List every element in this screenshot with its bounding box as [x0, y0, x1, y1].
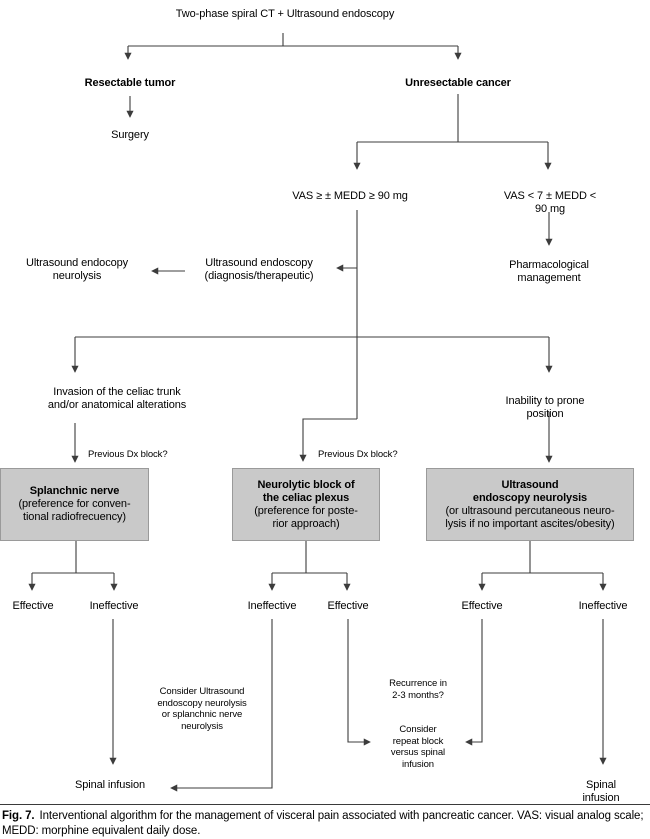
note-consider-repeat-block: Consider repeat block versus spinal infu…: [390, 724, 446, 770]
gray-box-splanchnic-subtitle: (preference for conven- tional radiofrec…: [18, 498, 131, 523]
node-invasion-celiac-trunk: Invasion of the celiac trunk and/or anat…: [47, 386, 187, 411]
figure-caption-text: Interventional algorithm for the managem…: [2, 810, 644, 837]
node-surgery: Surgery: [111, 129, 149, 141]
node-spinal-infusion-left: Spinal infusion: [74, 779, 146, 791]
label-previous-dx-block-left: Previous Dx block?: [88, 449, 168, 460]
gray-box-ultrasound-neurolysis: Ultrasound endoscopy neurolysis (or ultr…: [426, 468, 634, 541]
node-spinal-infusion-right: Spinal infusion: [582, 779, 620, 804]
node-ultrasound-endoscopy-neurolysis: Ultrasound endocopy neurolysis: [25, 257, 129, 282]
node-root: Two-phase spiral CT + Ultrasound endosco…: [175, 8, 395, 20]
node-vas-high: VAS ≥ ± MEDD ≥ 90 mg: [292, 190, 408, 202]
gray-box-neurolytic-subtitle: (preference for poste- rior approach): [254, 504, 358, 530]
label-outcome-left-ineffective: Ineffective: [89, 600, 139, 612]
figure-caption: Fig. 7.Interventional algorithm for the …: [0, 804, 650, 839]
node-unresectable-cancer: Unresectable cancer: [405, 77, 511, 89]
label-outcome-right-effective: Effective: [461, 600, 503, 612]
note-recurrence: Recurrence in 2-3 months?: [389, 678, 447, 701]
node-resectable-tumor: Resectable tumor: [84, 77, 176, 89]
node-ultrasound-endoscopy-diagnostic: Ultrasound endoscopy (diagnosis/therapeu…: [204, 257, 314, 282]
gray-box-ultrasound-title: Ultrasound endoscopy neurolysis: [472, 478, 588, 504]
label-outcome-left-effective: Effective: [12, 600, 54, 612]
gray-box-splanchnic-title: Splanchnic nerve: [29, 485, 120, 497]
gray-box-neurolytic-title: Neurolytic block of the celiac plexus: [257, 478, 355, 504]
label-outcome-center-effective: Effective: [327, 600, 369, 612]
gray-box-neurolytic-block: Neurolytic block of the celiac plexus (p…: [232, 468, 380, 541]
figure-caption-label: Fig. 7.: [2, 810, 35, 822]
node-inability-prone-position: Inability to prone position: [505, 395, 585, 420]
gray-box-ultrasound-subtitle: (or ultrasound percutaneous neuro- lysis…: [445, 504, 615, 530]
gray-box-splanchnic-nerve: Splanchnic nerve (preference for conven-…: [0, 468, 149, 541]
node-pharmacological-management: Pharmacological management: [509, 259, 589, 284]
label-outcome-right-ineffective: Ineffective: [578, 600, 628, 612]
label-outcome-center-ineffective: Ineffective: [247, 600, 297, 612]
note-consider-ultrasound: Consider Ultrasound endoscopy neurolysis…: [157, 686, 247, 732]
label-previous-dx-block-center: Previous Dx block?: [318, 449, 398, 460]
node-vas-low: VAS < 7 ± MEDD < 90 mg: [503, 190, 597, 215]
